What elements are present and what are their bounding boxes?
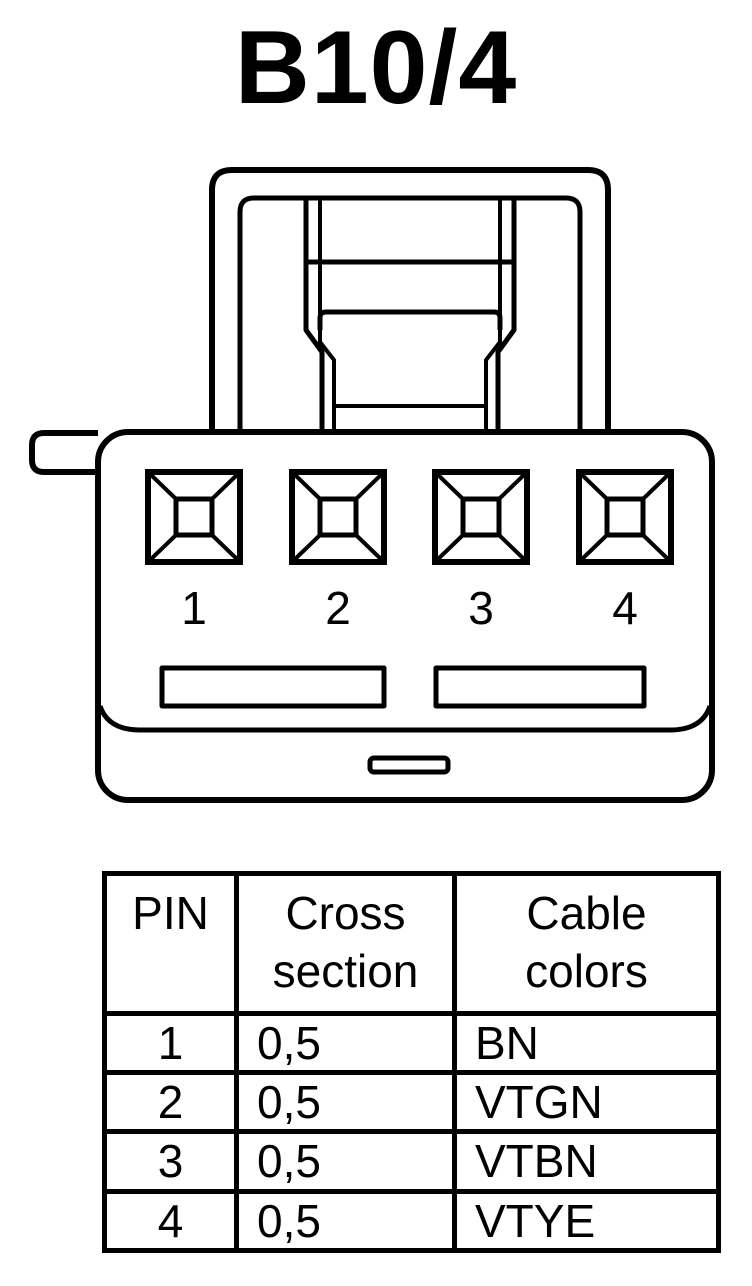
pin-number-4: 4	[612, 582, 638, 634]
pin-cavity-3	[432, 469, 530, 565]
latch-tongue-inner	[318, 198, 502, 432]
pin-number-3: 3	[468, 582, 494, 634]
bottom-key	[367, 755, 451, 775]
connector-drawing: 1 2 3 4	[29, 167, 715, 803]
coding-slot-left	[159, 665, 387, 709]
table-row: 2 0,5 VTGN	[102, 1069, 721, 1135]
side-tab	[29, 430, 98, 475]
row-cross-section: 0,5	[234, 1188, 457, 1254]
pin-number-2: 2	[325, 582, 351, 634]
header-cable-colors: Cable colors	[452, 871, 721, 1016]
row-cable-color: BN	[452, 1010, 721, 1075]
row-cable-color: VTYE	[452, 1188, 721, 1254]
latch-tab	[317, 309, 503, 330]
row-cable-color: VTBN	[452, 1129, 721, 1194]
diagram-title: B10/4	[234, 10, 518, 126]
latch-tongue-outer	[303, 198, 517, 432]
housing-ledge	[97, 705, 713, 733]
header-cable-colors-line1: Cable	[526, 887, 647, 939]
row-cross-section: 0,5	[234, 1129, 457, 1194]
row-pin: 2	[102, 1069, 239, 1135]
pin-cavity-2	[289, 469, 387, 565]
pin-number-1: 1	[181, 582, 207, 634]
pin-cavity-1	[145, 469, 243, 565]
header-pin: PIN	[102, 871, 239, 1016]
table-header-row: PIN Cross section Cable colors	[102, 871, 721, 1016]
row-cable-color: VTGN	[452, 1069, 721, 1135]
table-row: 1 0,5 BN	[102, 1010, 721, 1075]
header-cross-section-line2: section	[272, 945, 419, 997]
table-row: 4 0,5 VTYE	[102, 1188, 721, 1254]
header-cross-section-line1: Cross	[285, 887, 406, 939]
latch-inner	[237, 195, 583, 432]
header-cross-section: Cross section	[234, 871, 457, 1016]
header-cable-colors-line2: colors	[525, 945, 648, 997]
table-row: 3 0,5 VTBN	[102, 1129, 721, 1194]
pin-cavity-4	[576, 469, 674, 565]
row-pin: 4	[102, 1188, 239, 1254]
row-cross-section: 0,5	[234, 1069, 457, 1135]
row-cross-section: 0,5	[234, 1010, 457, 1075]
row-pin: 3	[102, 1129, 239, 1194]
coding-slot-right	[433, 665, 647, 709]
latch-outer	[209, 167, 611, 432]
pin-table: PIN Cross section Cable colors 1 0,5 BN …	[102, 871, 721, 1254]
row-pin: 1	[102, 1010, 239, 1075]
